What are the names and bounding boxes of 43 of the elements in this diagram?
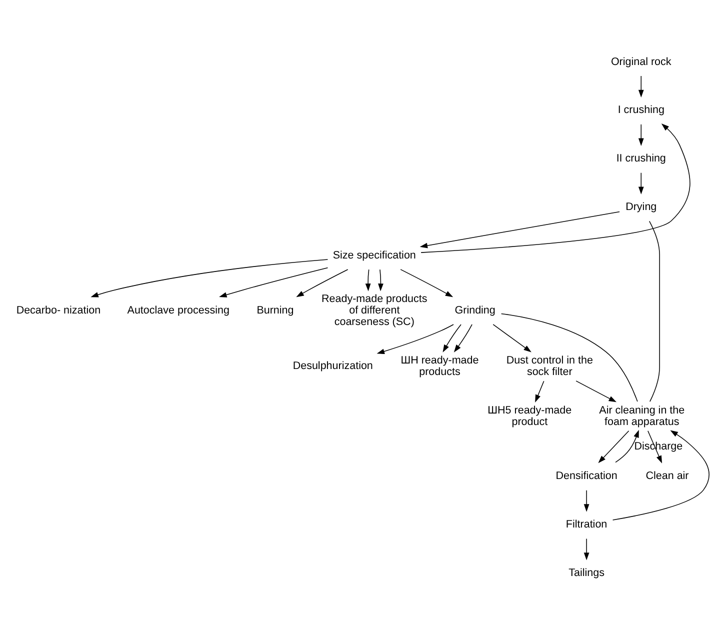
arrow [420,123,690,252]
arrow [535,380,544,402]
arrow [90,258,328,297]
node-text: Air cleaning in the foam apparatus [599,404,685,428]
node-text: Original rock [610,55,672,68]
arrow [296,268,348,297]
node-text: ШН5 ready-made product [488,404,572,428]
arrow [376,324,454,354]
arrow [615,429,639,462]
arrow [492,324,532,352]
arrow [598,430,630,463]
node-text: Autoclave processing [127,304,230,316]
arrow [454,324,472,352]
node-text: Clean air [646,470,689,482]
node-text: Burning [256,304,294,316]
arrow [584,538,590,560]
arrow [638,75,644,98]
node-text: Desulphurization [292,360,373,372]
connector [649,220,660,402]
arrow [219,266,328,297]
node-text: Dust control in the sock filter [506,354,593,378]
node-text: Tailings [568,566,604,578]
node-text: Drying [626,200,657,213]
arrow [442,324,462,352]
arrow [420,210,620,248]
connector [500,312,638,402]
arrow [638,124,644,146]
node-text: Densification [556,470,618,482]
arrow [584,489,590,512]
node-text: Filtration [566,518,608,530]
arrow [576,380,616,402]
node-text: Size specification [332,248,416,261]
arrow [365,268,371,291]
arrow [612,430,710,520]
node-text: Decarbo- nization [16,304,101,316]
arrow [378,268,384,291]
node-text: ШН ready-made products [400,354,479,378]
arrow [638,172,644,194]
node-text: Ready-made products of different coarseness (SC) [322,292,428,328]
node-text: I crushing [618,104,664,116]
node-text: II crushing [616,152,666,164]
node-text: Grinding [454,304,496,316]
arrow [400,268,454,297]
